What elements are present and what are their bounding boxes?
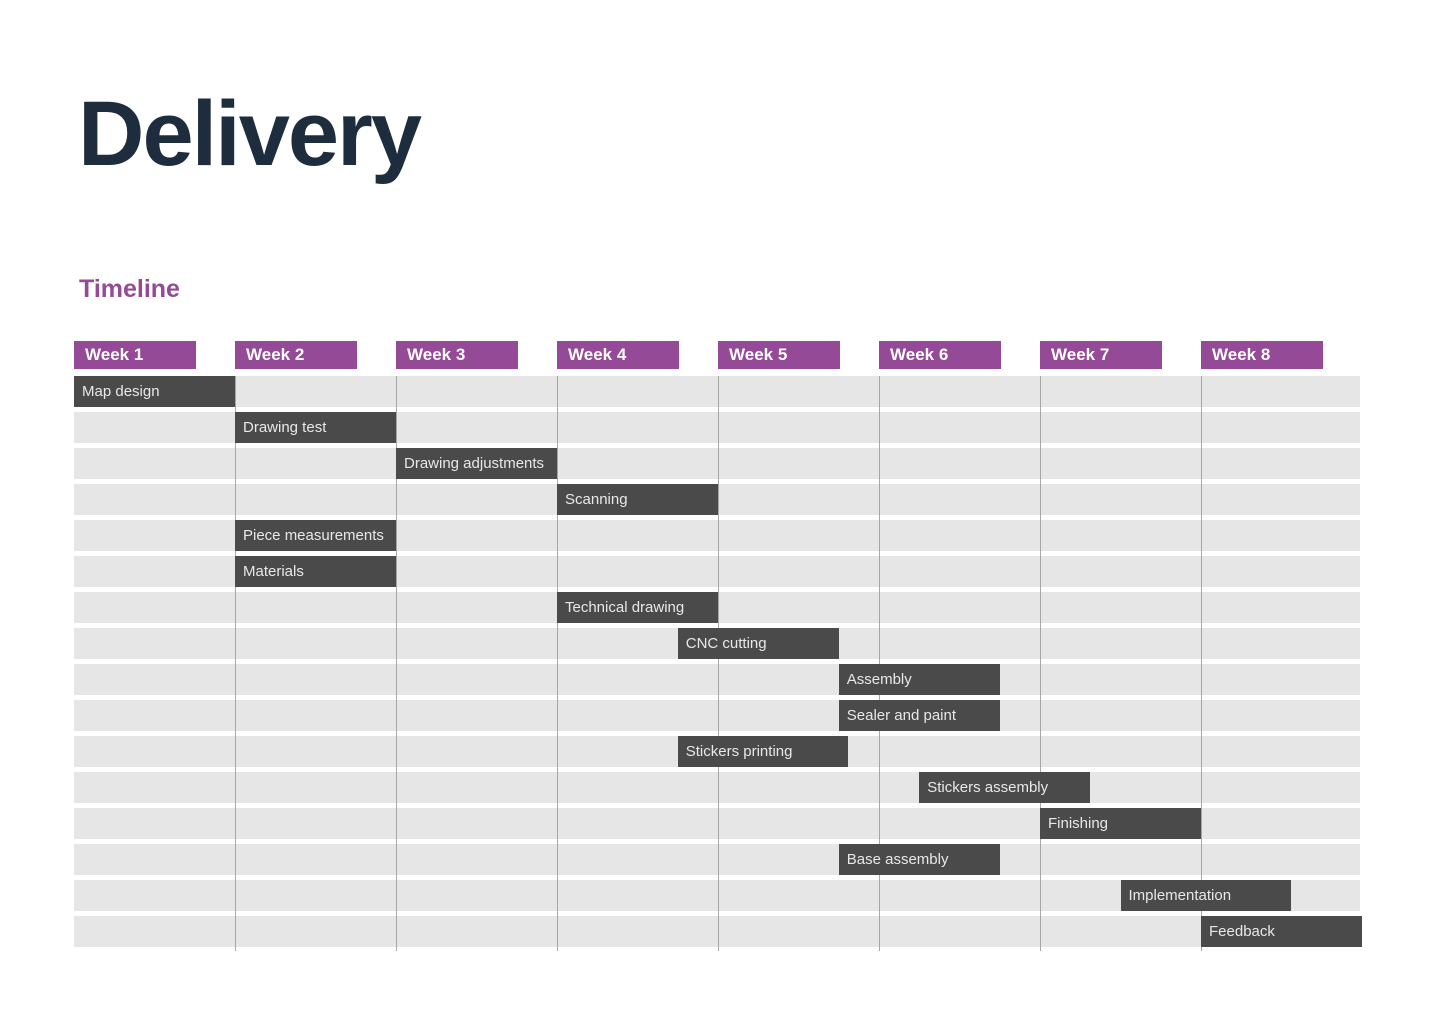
week-header-8[interactable]: Week 8 [1201, 341, 1323, 369]
gantt-row-track [74, 700, 1360, 731]
gantt-task-bar[interactable]: Assembly [838, 664, 1000, 695]
gantt-task-bar[interactable]: Drawing test [235, 412, 396, 443]
week-header-2[interactable]: Week 2 [235, 341, 357, 369]
gantt-row-track [74, 448, 1360, 479]
week-header-row: Week 1 Week 2 Week 3 Week 4 Week 5 Week 6 Week… [74, 341, 1360, 369]
gantt-task-bar[interactable]: Sealer and paint [838, 700, 1000, 731]
week-header-5[interactable]: Week 5 [718, 341, 840, 369]
gantt-gridline [1201, 376, 1202, 951]
gantt-task-bar[interactable]: Finishing [1040, 808, 1201, 839]
week-header-7[interactable]: Week 7 [1040, 341, 1162, 369]
week-header-1[interactable]: Week 1 [74, 341, 196, 369]
gantt-task-bar[interactable]: Piece measurements [235, 520, 396, 551]
gantt-gridline [718, 376, 719, 951]
gantt-gridline [396, 376, 397, 951]
gantt-task-bar[interactable]: Implementation [1120, 880, 1292, 911]
gantt-row-track [74, 376, 1360, 407]
gantt-task-bar[interactable]: Feedback [1201, 916, 1362, 947]
gantt-task-bar[interactable]: Stickers assembly [919, 772, 1090, 803]
gantt-task-bar[interactable]: Technical drawing [557, 592, 718, 623]
gantt-gridline [557, 376, 558, 951]
gantt-task-bar[interactable]: Stickers printing [677, 736, 849, 767]
gantt-task-bar[interactable]: Base assembly [838, 844, 1000, 875]
gantt-row-track [74, 916, 1360, 947]
gantt-task-bar[interactable]: Scanning [557, 484, 718, 515]
page-title: Delivery [78, 83, 422, 185]
gantt-row-track [74, 664, 1360, 695]
section-title: Timeline [79, 275, 180, 303]
gantt-row-track [74, 844, 1360, 875]
gantt-gridline [235, 376, 236, 951]
gantt-task-bar[interactable]: Drawing adjustments [396, 448, 557, 479]
week-header-4[interactable]: Week 4 [557, 341, 679, 369]
gantt-gridline [879, 376, 880, 951]
gantt-gridline [1040, 376, 1041, 951]
gantt-row-track [74, 772, 1360, 803]
week-header-6[interactable]: Week 6 [879, 341, 1001, 369]
gantt-task-bar[interactable]: Map design [74, 376, 235, 407]
gantt-task-bar[interactable]: CNC cutting [677, 628, 839, 659]
week-header-3[interactable]: Week 3 [396, 341, 518, 369]
gantt-chart: Week 1 Week 2 Week 3 Week 4 Week 5 Week 6 Week… [74, 341, 1362, 951]
gantt-task-bar[interactable]: Materials [235, 556, 396, 587]
